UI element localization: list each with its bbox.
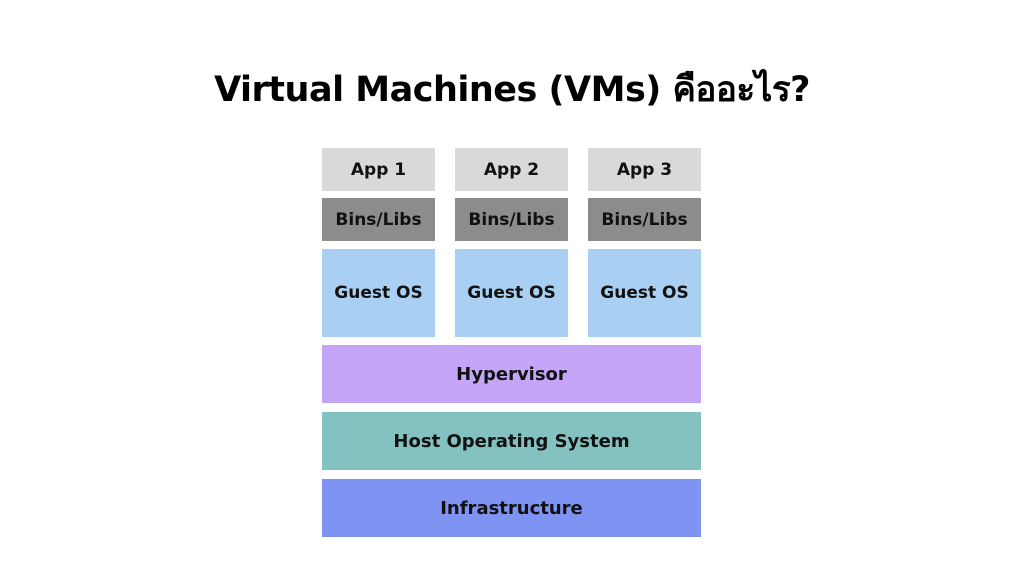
page-title: Virtual Machines (VMs) คืออะไร? xyxy=(214,70,810,110)
guest-os-1-block: Guest OS xyxy=(322,249,435,337)
bins-libs-3-block: Bins/Libs xyxy=(588,198,701,241)
infrastructure-layer: Infrastructure xyxy=(322,479,701,537)
hypervisor-layer: Hypervisor xyxy=(322,345,701,403)
bins-libs-1-block: Bins/Libs xyxy=(322,198,435,241)
app-2-block: App 2 xyxy=(455,148,568,191)
host-os-layer: Host Operating System xyxy=(322,412,701,470)
bins-libs-2-block: Bins/Libs xyxy=(455,198,568,241)
guest-os-3-block: Guest OS xyxy=(588,249,701,337)
guest-os-2-block: Guest OS xyxy=(455,249,568,337)
app-1-block: App 1 xyxy=(322,148,435,191)
app-3-block: App 3 xyxy=(588,148,701,191)
